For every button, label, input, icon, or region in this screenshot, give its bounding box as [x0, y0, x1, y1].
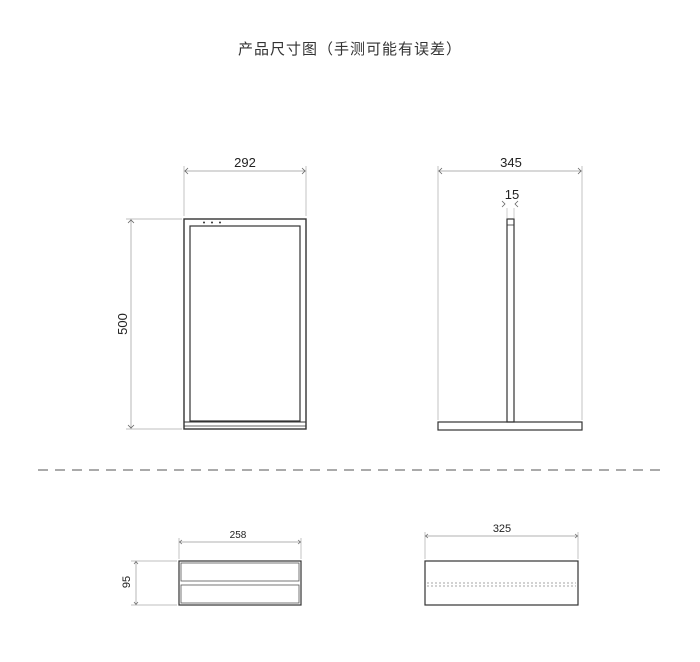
screw-dot-icon — [203, 221, 205, 224]
screw-dot-icon — [211, 221, 213, 224]
dim-label-258: 258 — [230, 530, 247, 541]
dim-height-500: 500 — [115, 218, 182, 430]
dim-width-325: 325 — [424, 523, 579, 559]
dim-label-95: 95 — [121, 576, 133, 588]
dim-label-15: 15 — [505, 187, 519, 202]
dim-label-325: 325 — [493, 523, 511, 535]
drawer-front-view — [178, 560, 302, 606]
dim-label-345: 345 — [500, 155, 522, 170]
dim-label-500: 500 — [115, 313, 130, 335]
side-view-frame — [437, 218, 583, 431]
dim-thickness-15: 15 — [501, 187, 519, 218]
dim-height-95: 95 — [121, 560, 177, 606]
drawer-side-view — [424, 560, 579, 606]
front-view-frame — [183, 218, 307, 430]
dim-width-258: 258 — [178, 530, 302, 559]
dim-width-292: 292 — [183, 155, 307, 216]
screw-dot-icon — [219, 221, 221, 224]
page-title: 产品尺寸图（手测可能有误差） — [237, 40, 462, 58]
dim-label-292: 292 — [234, 155, 256, 170]
dim-width-345: 345 — [437, 155, 583, 420]
